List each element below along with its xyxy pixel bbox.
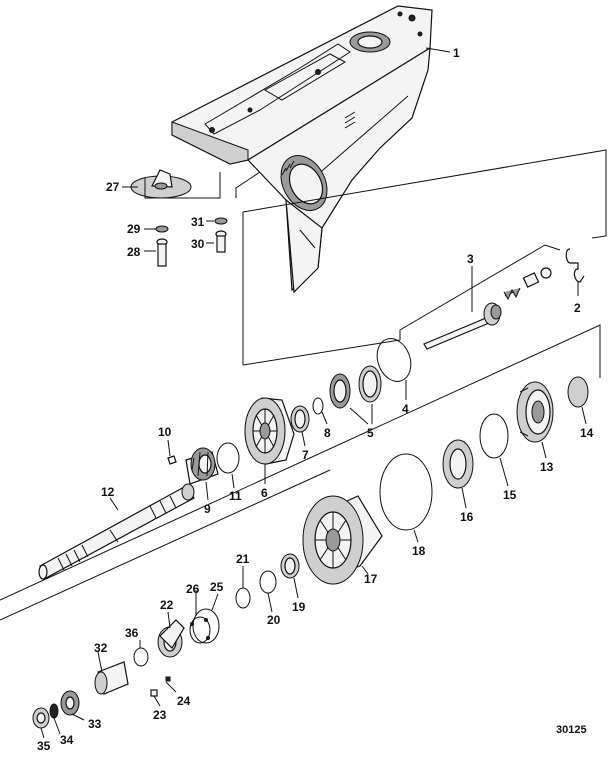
callout-4: 4	[402, 402, 409, 416]
callout-36: 36	[125, 626, 139, 640]
race-and-bearing-parts	[290, 338, 412, 433]
o-ring-part	[216, 442, 240, 474]
bearing-cup-part	[567, 376, 589, 408]
thrust-washer-part	[133, 647, 149, 667]
callout-7: 7	[302, 448, 309, 462]
callout-19: 19	[292, 600, 306, 614]
callout-15: 15	[503, 488, 517, 502]
tab-washer-part	[192, 608, 220, 644]
bearing-carrier-housing-part	[302, 495, 383, 585]
callout-25: 25	[210, 580, 224, 594]
washer-part	[235, 587, 251, 609]
callout-9: 9	[204, 502, 211, 516]
lock-pin-part	[165, 676, 171, 682]
callout-6: 6	[261, 486, 268, 500]
callout-29: 29	[127, 222, 141, 236]
trim-tab-part	[130, 169, 192, 199]
bearing-carrier-part	[244, 397, 295, 465]
shim-part	[479, 413, 509, 459]
propeller-nut-part	[32, 707, 50, 729]
retaining-ring-part	[189, 616, 211, 644]
gear-housing-part	[171, 5, 433, 294]
bolt-and-washer-parts	[155, 217, 228, 267]
callout-13: 13	[540, 460, 554, 474]
callout-20: 20	[267, 613, 281, 627]
callout-14: 14	[580, 426, 594, 440]
callout-24: 24	[177, 694, 191, 708]
callout-8: 8	[324, 426, 331, 440]
pin-part	[167, 455, 177, 465]
callout-17: 17	[364, 572, 378, 586]
tab-washer-small-part	[49, 703, 59, 719]
assembly-brackets	[0, 149, 607, 621]
callout-18: 18	[412, 544, 426, 558]
callout-11: 11	[229, 489, 242, 503]
callout-1: 1	[453, 46, 460, 60]
callout-12: 12	[101, 485, 115, 499]
callout-33: 33	[88, 717, 102, 731]
shift-shaft-part	[423, 248, 585, 350]
callout-34: 34	[60, 733, 74, 747]
seal-part	[259, 570, 277, 594]
screw-part	[150, 689, 158, 697]
figure-number: 30125	[556, 724, 587, 736]
spacer-part	[94, 661, 129, 695]
callout-3: 3	[467, 252, 474, 266]
callout-35: 35	[37, 739, 51, 753]
callout-32: 32	[94, 641, 108, 655]
callout-27: 27	[106, 180, 120, 194]
splined-washer-part	[60, 690, 80, 716]
callout-28: 28	[127, 245, 141, 259]
callout-2: 2	[574, 301, 581, 315]
needle-bearing-part	[280, 553, 300, 579]
callout-21: 21	[236, 552, 250, 566]
large-o-ring-part	[379, 453, 433, 531]
reverse-gear-part	[516, 381, 554, 443]
callout-26: 26	[186, 582, 200, 596]
callout-10: 10	[158, 425, 172, 439]
propeller-shaft-part	[38, 483, 195, 580]
callout-22: 22	[160, 598, 174, 612]
pinion-gear-part	[185, 447, 219, 485]
cover-nut-part	[157, 619, 185, 658]
leader-lines	[40, 47, 587, 739]
callout-5: 5	[367, 426, 374, 440]
tapered-bearing-part	[442, 439, 474, 489]
callout-31: 31	[191, 215, 205, 229]
callout-16: 16	[460, 510, 474, 524]
callout-30: 30	[191, 237, 205, 251]
callout-labels: 1 2 3 4 5 6 7 8 9 10 11 12 13 14 15 16 1…	[37, 46, 594, 753]
callout-23: 23	[153, 708, 167, 722]
